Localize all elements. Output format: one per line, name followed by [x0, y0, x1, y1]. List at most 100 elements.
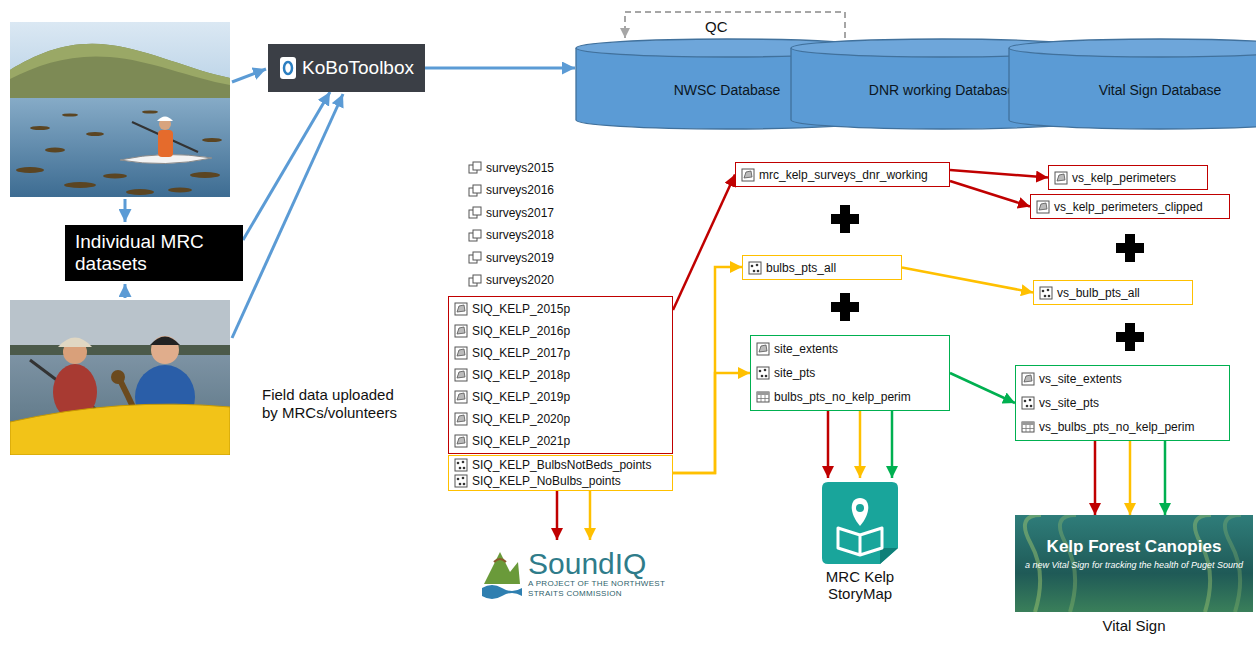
layer-icon — [748, 261, 762, 275]
label-holder: surveys2018 — [468, 226, 554, 246]
layer-name: SIQ_KELP_2015p — [472, 302, 570, 316]
layer-label: surveys2020 — [486, 273, 554, 287]
layer-icon — [468, 229, 482, 243]
flow-arrow — [673, 267, 742, 473]
layer-row: vs_bulbs_pts_no_kelp_perim — [1021, 415, 1224, 439]
edge-label: QC — [702, 18, 731, 35]
label-holder: surveys2016 — [468, 181, 554, 201]
layer-icon — [468, 251, 482, 265]
layer-group-box: SIQ_KELP_2015pSIQ_KELP_2016pSIQ_KELP_201… — [448, 296, 673, 454]
flow-arrow — [673, 175, 735, 311]
logo-tagline: A PROJECT OF THE NORTHWEST STRAITS COMMI… — [528, 579, 668, 598]
flow-arrow — [243, 92, 330, 240]
layer-row: bulbs_pts_all — [748, 257, 896, 278]
layer-box: vs_bulb_pts_all — [1033, 280, 1193, 305]
layer-icon — [468, 206, 482, 220]
layer-label: surveys2019 — [486, 251, 554, 265]
layer-name: vs_bulb_pts_all — [1057, 286, 1140, 300]
layer-row: SIQ_KELP_2017p — [454, 342, 667, 364]
storymap-symbol — [818, 478, 902, 568]
label-holder: surveys2020 — [468, 271, 554, 291]
box-text: Individual MRC datasets — [75, 231, 233, 275]
dataset-box: Individual MRC datasets — [65, 225, 243, 281]
layer-name: mrc_kelp_surveys_dnr_working — [759, 168, 928, 182]
layer-group-box: site_extents site_pts bulbs_pts_no_kelp_pe… — [750, 335, 950, 411]
layer-box: bulbs_pts_all — [742, 255, 902, 280]
database-name: NWSC Database — [674, 82, 781, 99]
layer-row: SIQ_KELP_BulbsNotBeds_points — [454, 457, 667, 473]
tool-box: KoBoToolbox — [268, 44, 425, 92]
layer-label: surveys2017 — [486, 206, 554, 220]
layer-label: surveys2018 — [486, 228, 554, 242]
layer-icon — [1054, 171, 1068, 185]
layer-row: vs_kelp_perimeters — [1054, 167, 1202, 188]
layer-icon — [454, 474, 468, 488]
layer-icon — [454, 368, 468, 382]
flow-arrow — [589, 491, 592, 540]
database-name: Vital Sign Database — [1099, 82, 1222, 99]
layer-row: SIQ_KELP_2016p — [454, 320, 667, 342]
layer-row: vs_bulb_pts_all — [1039, 282, 1187, 303]
layer-box: vs_kelp_perimeters_clipped — [1030, 194, 1230, 219]
layer-row: SIQ_KELP_NoBulbs_points — [454, 473, 667, 489]
layer-row: bulbs_pts_no_kelp_perim — [756, 385, 944, 409]
layer-name: SIQ_KELP_NoBulbs_points — [472, 474, 621, 488]
layer-icon — [756, 390, 770, 404]
layer-box: mrc_kelp_surveys_dnr_working — [735, 162, 950, 187]
layer-name: SIQ_KELP_BulbsNotBeds_points — [472, 458, 651, 472]
layer-row: vs_site_pts — [1021, 391, 1224, 415]
layer-name: vs_kelp_perimeters_clipped — [1054, 200, 1203, 214]
layer-icon — [454, 412, 468, 426]
storymap-icon: MRC Kelp StoryMap — [805, 478, 915, 603]
layer-name: SIQ_KELP_2016p — [472, 324, 570, 338]
layer-icon — [454, 458, 468, 472]
layer-icon — [1039, 286, 1053, 300]
layer-row: mrc_kelp_surveys_dnr_working — [741, 164, 944, 185]
banner-subtitle: a new Vital Sign for tracking the health… — [1023, 560, 1245, 571]
flow-arrow — [950, 181, 1030, 207]
layer-icon — [468, 274, 482, 288]
logo-text: SoundIQA PROJECT OF THE NORTHWEST STRAIT… — [528, 548, 668, 599]
layer-name: SIQ_KELP_2018p — [472, 368, 570, 382]
layer-name: site_pts — [774, 366, 815, 380]
layer-name: SIQ_KELP_2021p — [472, 434, 570, 448]
layer-icon — [468, 184, 482, 198]
layer-icon — [1036, 200, 1050, 214]
tool-name: KoBoToolbox — [302, 57, 414, 79]
note-text: Field data uploaded by MRCs/volunteers — [262, 386, 397, 421]
flow-arrow — [625, 12, 845, 38]
layer-row: SIQ_KELP_2018p — [454, 364, 667, 386]
kayaker-photo — [10, 22, 230, 197]
layer-icon — [741, 168, 755, 182]
flow-arrow — [827, 411, 830, 478]
layer-name: SIQ_KELP_2019p — [472, 390, 570, 404]
layer-icon — [468, 161, 482, 175]
label-holder: surveys2019 — [468, 248, 554, 268]
layer-icon — [454, 302, 468, 316]
layer-row: SIQ_KELP_2019p — [454, 386, 667, 408]
layer-icon — [1021, 372, 1035, 386]
layer-name: bulbs_pts_no_kelp_perim — [774, 390, 911, 404]
vital-sign-banner: Kelp Forest Canopiesa new Vital Sign for… — [1015, 515, 1253, 612]
logo-name: SoundIQ — [528, 548, 668, 580]
layer-name: site_extents — [774, 342, 838, 356]
volunteers-photo — [10, 300, 230, 455]
output-name: MRC Kelp StoryMap — [805, 568, 915, 603]
soundiq-logo: SoundIQA PROJECT OF THE NORTHWEST STRAIT… — [480, 540, 675, 606]
flow-arrow — [1164, 441, 1167, 515]
layer-icon — [454, 346, 468, 360]
flow-arrow — [556, 491, 559, 540]
layer-row: site_extents — [756, 337, 944, 361]
flow-arrow — [950, 170, 1048, 178]
layer-name: vs_bulbs_pts_no_kelp_perim — [1039, 420, 1194, 434]
flow-arrow — [950, 373, 1015, 403]
layer-label: surveys2015 — [486, 161, 554, 175]
layer-row: SIQ_KELP_2015p — [454, 298, 667, 320]
flow-arrow — [902, 268, 1033, 293]
flow-arrow — [1094, 441, 1097, 515]
flow-arrow — [425, 67, 575, 70]
database-cylinder: Vital Sign Database — [1008, 38, 1256, 130]
layer-group-box: vs_site_extentsvs_site_ptsvs_bulbs_pts_n… — [1015, 365, 1230, 441]
flow-arrow — [1129, 441, 1132, 515]
flow-arrow — [673, 373, 750, 473]
